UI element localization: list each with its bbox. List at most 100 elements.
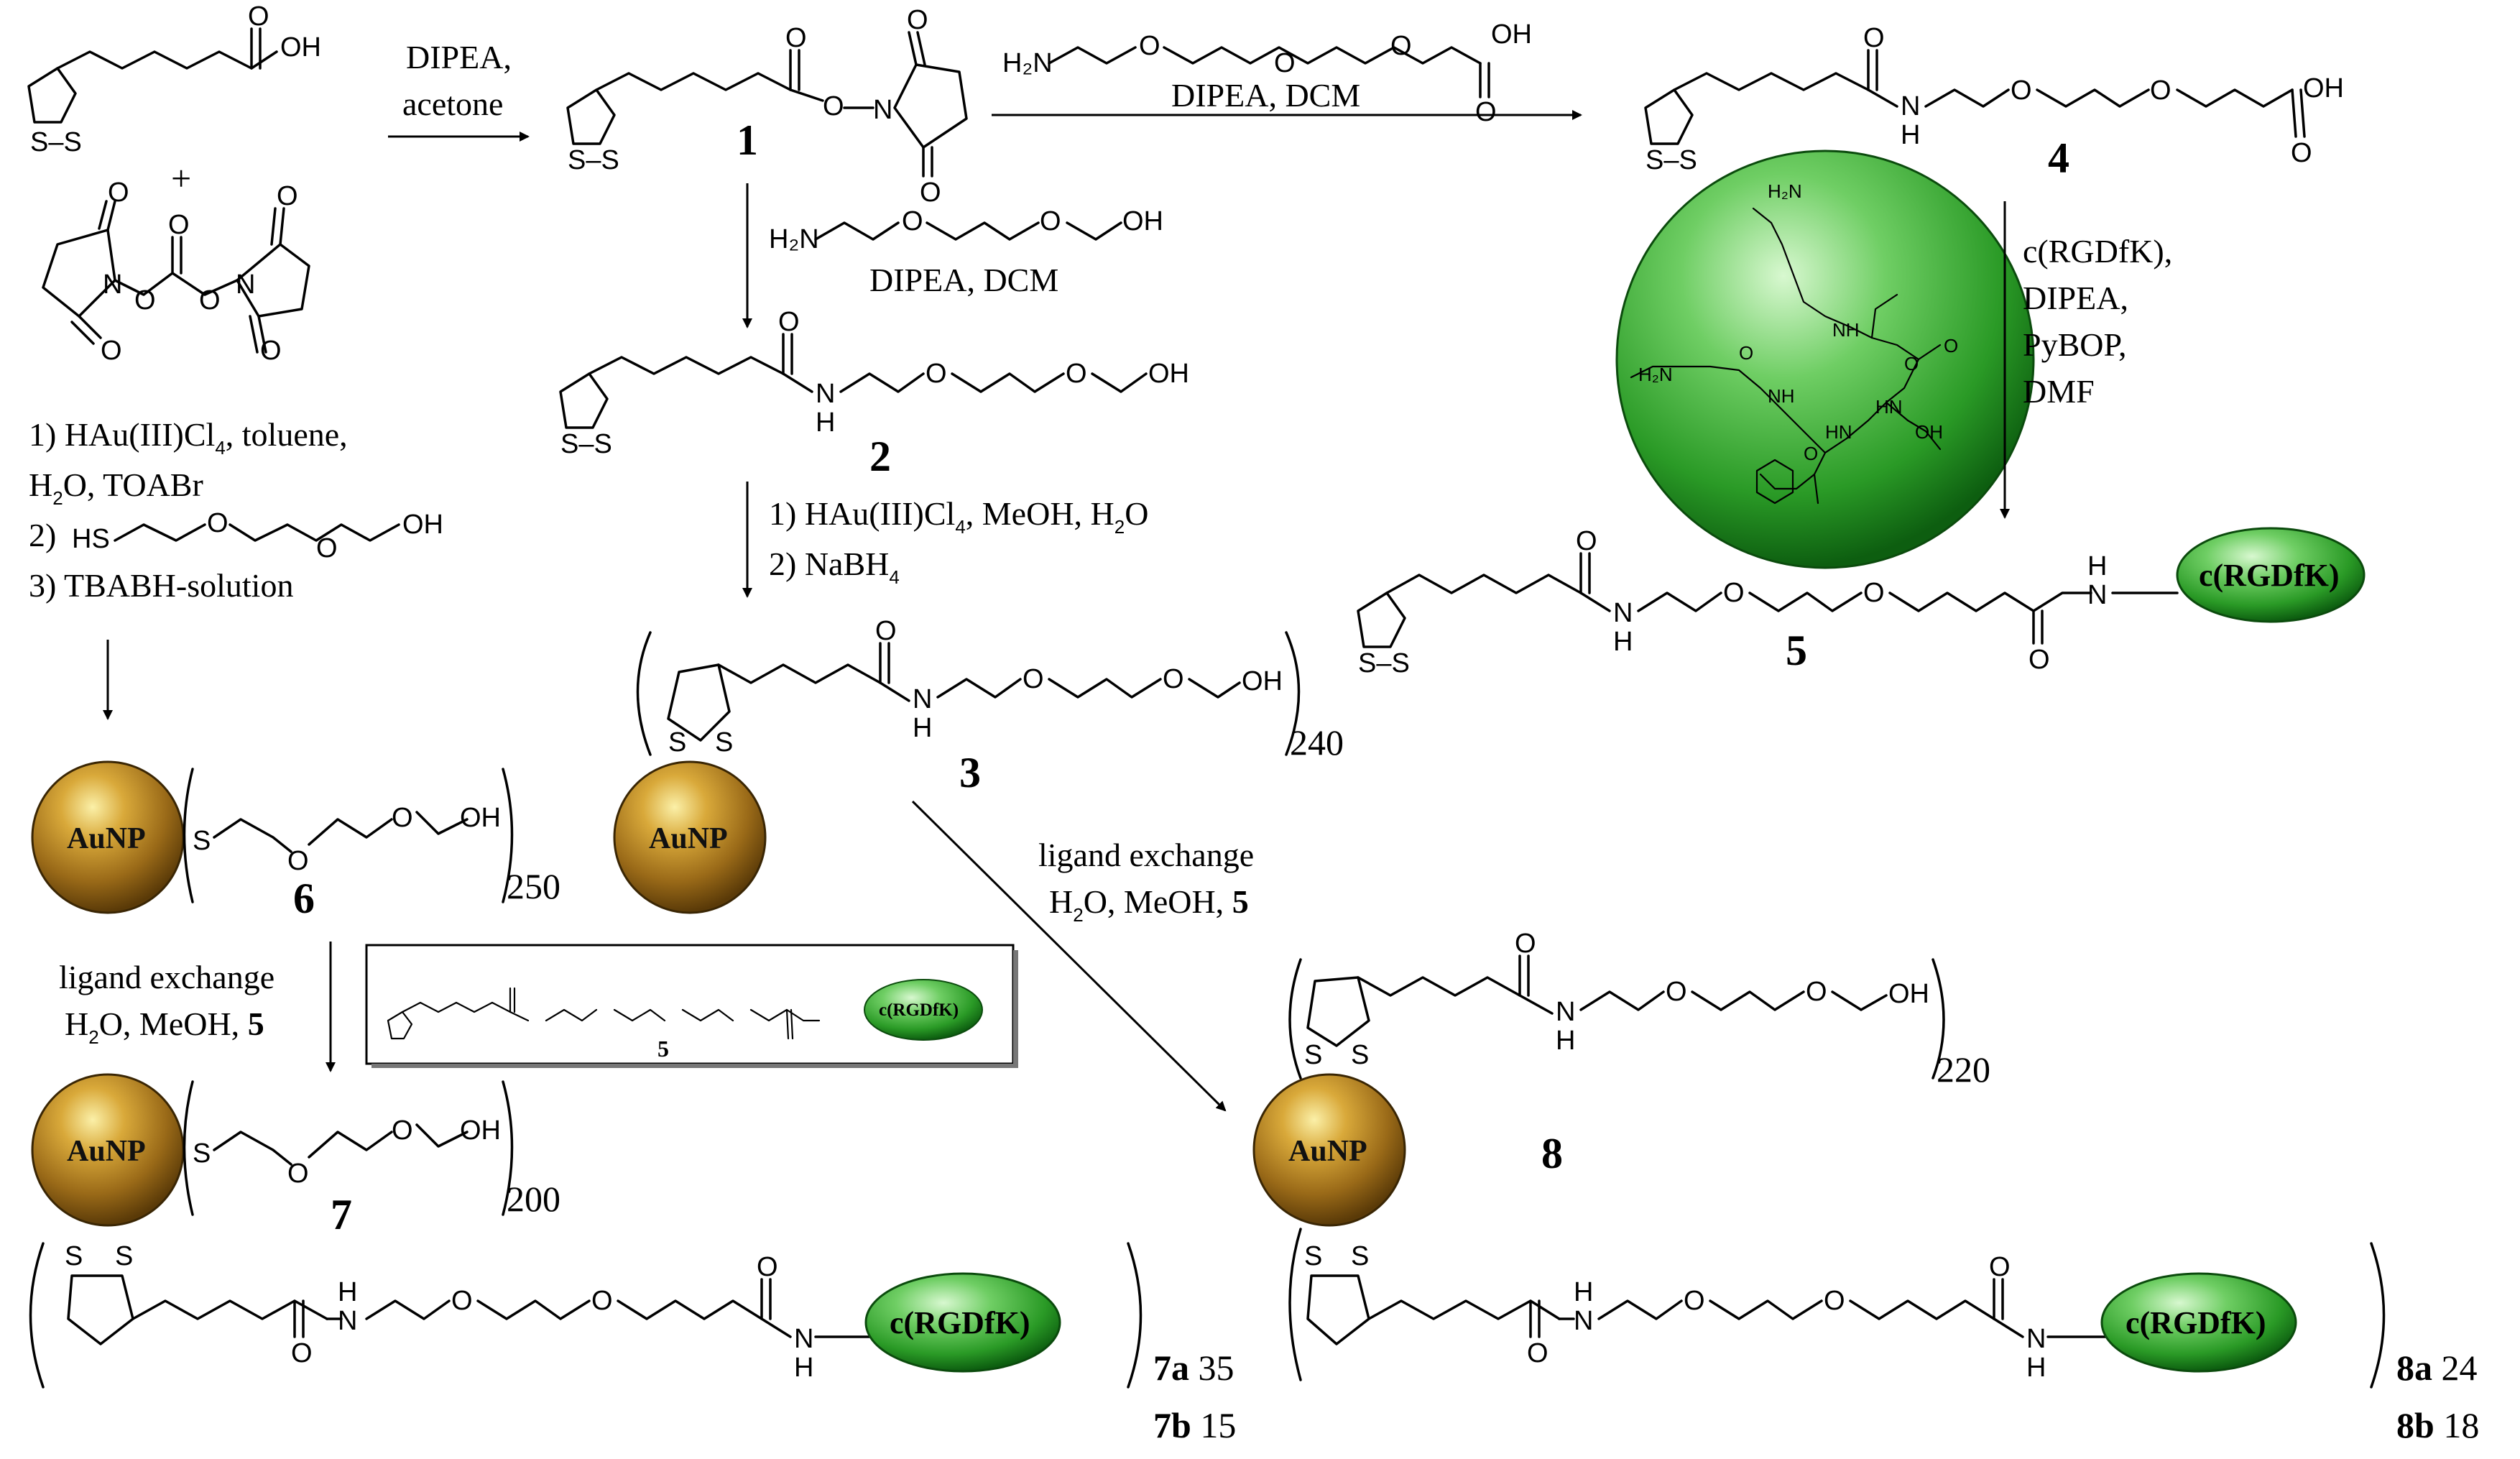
atom-o: O xyxy=(1040,206,1061,236)
atom-o: O xyxy=(926,359,947,389)
atom-n: N xyxy=(794,1324,813,1354)
atom-h: H xyxy=(2087,551,2107,581)
peptide-label: c(RGDfK) xyxy=(2126,1305,2266,1340)
nanoparticle-label: AuNP xyxy=(1288,1135,1367,1168)
atom-h2n: H₂N xyxy=(1768,180,1802,202)
atom-o: O xyxy=(134,285,156,316)
atom-s: S xyxy=(1351,1241,1369,1271)
atom-h: H xyxy=(1556,1026,1575,1056)
atom-o: O xyxy=(392,1115,413,1146)
atom-o: O xyxy=(1023,664,1044,694)
atom-o: O xyxy=(1824,1286,1845,1316)
dsc-reagent: O O N O O O N O O xyxy=(42,178,310,366)
atom-o: O xyxy=(2150,75,2171,106)
inset-shadow xyxy=(1013,950,1018,1068)
atom-oh: OH xyxy=(280,32,321,63)
atom-oh: OH xyxy=(1491,19,1532,50)
reagent-line: DIPEA, DCM xyxy=(869,262,1058,298)
inset-compound-5: c(RGDfK) xyxy=(365,944,1018,1068)
atom-ss: S–S xyxy=(1646,145,1697,175)
peptide-label: c(RGDfK) xyxy=(2199,558,2340,593)
peptide-ellipse xyxy=(2100,1272,2297,1373)
atom-oh: OH xyxy=(2303,73,2344,103)
atom-oh: OH xyxy=(1242,666,1283,696)
atom-oh: OH xyxy=(1888,979,1929,1009)
peptide-ellipse xyxy=(864,1272,1061,1373)
atom-o: O xyxy=(199,285,221,316)
atom-hn: HN xyxy=(1875,396,1903,418)
atom-o: O xyxy=(291,1338,313,1368)
atom-n: N xyxy=(913,684,932,714)
compound-label: 5 xyxy=(657,1036,669,1062)
atom-o: O xyxy=(1163,664,1184,694)
atom-o: O xyxy=(248,1,269,32)
atom-h: H xyxy=(816,408,835,438)
atom-o: O xyxy=(101,336,122,366)
atom-o: O xyxy=(108,178,129,208)
peptide-sphere: H₂N NH O O HN NH O H₂N HN O OH xyxy=(1615,149,2035,569)
reagent-line: c(RGDfK), xyxy=(2023,233,2172,270)
compound-8: O N H O O OH S S AuNP S S O H N O O O N … xyxy=(1252,929,2386,1389)
atom-o: O xyxy=(875,616,897,646)
atom-o: O xyxy=(823,91,844,121)
reagent-line: 1) HAu(III)Cl4, toluene, xyxy=(29,416,348,459)
compound-4: O N H O O OH O S–S xyxy=(1644,23,2344,175)
atom-n: N xyxy=(1901,91,1920,121)
reagent-line: ligand exchange xyxy=(59,959,274,995)
bracket-left xyxy=(1288,1228,1302,1381)
atom-n: N xyxy=(2026,1324,2046,1354)
atom-o: O xyxy=(1684,1286,1705,1316)
atom-oh: OH xyxy=(402,510,443,540)
atom-o: O xyxy=(1475,97,1497,127)
peptide-sphere-circle xyxy=(1615,149,2035,569)
reagent-line: DIPEA, xyxy=(406,39,512,75)
peptide-ellipse xyxy=(864,979,983,1041)
reagent-line: H2O, MeOH, 5 xyxy=(1049,883,1249,926)
loading-8a: 8a 24 xyxy=(2396,1348,2478,1388)
atom-ss: S–S xyxy=(1358,648,1410,678)
atom-nh: NH xyxy=(1832,319,1860,341)
amine-peg-alcohol: H₂N O O OH xyxy=(769,206,1163,254)
nanoparticle-label: AuNP xyxy=(649,822,728,855)
atom-o: O xyxy=(1515,929,1536,959)
inset-shadow xyxy=(371,1064,1018,1068)
atom-o: O xyxy=(1863,578,1885,608)
repeat-count: 240 xyxy=(1290,722,1344,763)
compound-7: AuNP S O O OH S S O H N O O O N H c(RGDf… xyxy=(29,1073,1143,1389)
atom-o: O xyxy=(902,206,923,236)
atom-o: O xyxy=(316,533,338,563)
atom-o: O xyxy=(757,1252,778,1282)
bracket-right xyxy=(2370,1242,2386,1389)
plus-sign: + xyxy=(171,158,191,198)
atom-h: H xyxy=(1574,1277,1593,1307)
atom-h: H xyxy=(2026,1353,2046,1383)
atom-o: O xyxy=(778,307,800,337)
atom-s: S xyxy=(115,1241,133,1271)
reagent-line: 2) NaBH4 xyxy=(769,546,900,588)
arrow xyxy=(911,800,1227,1112)
bracket-right xyxy=(502,768,514,903)
bracket-left xyxy=(636,631,652,756)
reagent-line: acetone xyxy=(402,86,503,122)
atom-n: N xyxy=(873,95,892,125)
atom-h2n: H₂N xyxy=(1002,48,1053,78)
atom-n: N xyxy=(1574,1306,1593,1336)
reagent-line: DIPEA, DCM xyxy=(1171,77,1360,114)
atom-h: H xyxy=(913,713,932,743)
atom-ss: S–S xyxy=(560,429,612,459)
bracket-left xyxy=(1288,958,1302,1080)
reagent-line: H2O, TOABr xyxy=(29,466,203,509)
bracket-right xyxy=(1285,631,1301,756)
atom-n: N xyxy=(1613,598,1633,628)
atom-o: O xyxy=(1944,335,1958,356)
atom-o: O xyxy=(785,23,807,53)
compound-6: AuNP S O O OH xyxy=(31,760,514,914)
atom-o: O xyxy=(2011,75,2032,106)
atom-s: S xyxy=(65,1241,83,1271)
compound-label: 1 xyxy=(737,116,758,164)
atom-o: O xyxy=(1066,359,1087,389)
atom-s: S xyxy=(1304,1241,1322,1271)
atom-ss: S–S xyxy=(568,145,619,175)
atom-o: O xyxy=(1723,578,1745,608)
atom-o: O xyxy=(591,1286,613,1316)
